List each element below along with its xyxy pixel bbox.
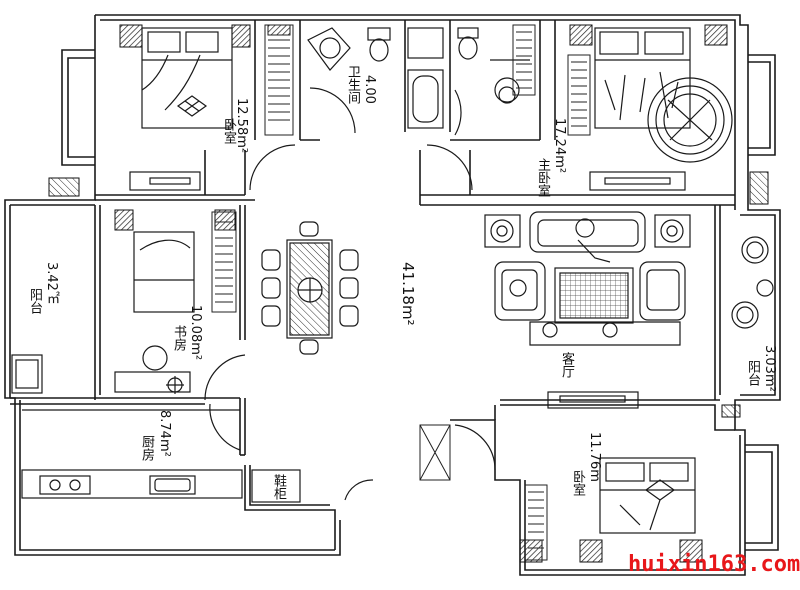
room-name-living-room: 客厅 (559, 352, 574, 378)
room-area-balcony-right: 3.03m² (762, 345, 777, 392)
room-area-bedroom-top-left: 12.58m² (234, 98, 249, 154)
room-area-bedroom-bottom-right: 11.76m (587, 432, 602, 482)
room-area-kitchen: 8.74m² (157, 410, 172, 457)
shoe-cabinet-label: 鞋柜 (271, 474, 286, 500)
room-area-balcony-left: 3.42㎡ (44, 262, 59, 304)
room-area-study: 10.08m² (188, 305, 203, 361)
room-name-bathroom: 卫生间 (345, 65, 360, 104)
room-name-master-bedroom: 主卧室 (535, 158, 550, 197)
room-name-balcony-right: 阳台 (745, 360, 760, 386)
watermark: huixin163.com (628, 552, 800, 577)
room-area-master-bedroom: 17.24m² (552, 118, 567, 174)
room-name-kitchen: 厨房 (139, 435, 154, 461)
room-name-study: 书房 (171, 325, 186, 351)
room-name-bedroom-top-left: 卧室 (221, 118, 236, 144)
room-area-living-room: 41.18m² (399, 262, 417, 326)
room-name-balcony-left: 阳台 (27, 288, 42, 314)
room-name-bedroom-bottom-right: 卧室 (570, 470, 585, 496)
room-area-bathroom: 4.00 (362, 75, 377, 104)
